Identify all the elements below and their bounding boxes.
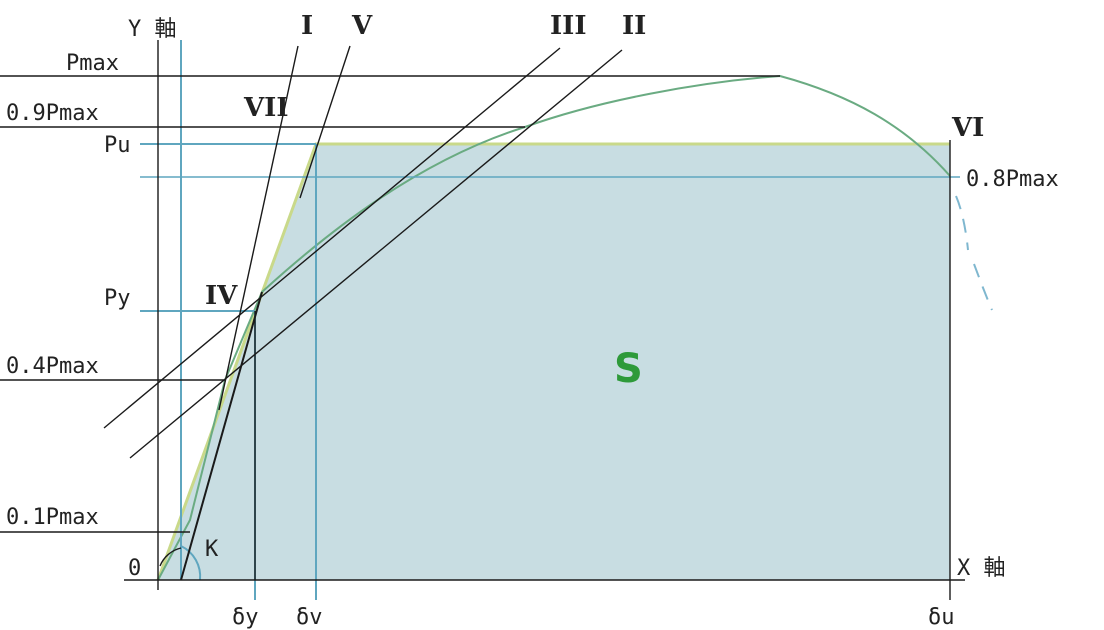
area-s-label: S [614,346,643,392]
pmax-label: Pmax [66,51,119,76]
delta-u-label: δu [928,605,955,630]
line-vii-label: VII [243,93,289,123]
line-vi-label: VI [951,113,984,143]
equivalent-area-s [158,144,950,580]
pu-label: Pu [104,133,131,158]
y-axis-label: Y 軸 [128,17,177,42]
line-ii [129,49,623,459]
load-curve-descending-dashed [955,195,993,311]
line-i-label: I [301,11,313,41]
construction-lines [0,40,965,600]
line-iii [103,47,561,429]
delta-y-label: δy [232,605,259,630]
line-iii-label: III [550,11,587,41]
p04max-label: 0.4Pmax [6,354,99,379]
line-v [299,45,351,199]
load-curve [157,74,951,581]
p08max-label: 0.8Pmax [966,167,1059,192]
py-label: Py [104,286,131,311]
k-arc-black [159,547,182,567]
k-arc-blue [180,545,202,581]
origin-label: 0 [128,556,141,581]
line-i [218,45,299,411]
x-axis-label: X 軸 [957,556,1006,581]
line-iv-label: IV [205,281,238,311]
delta-v-label: δv [296,605,323,630]
line-v-label: V [351,11,373,41]
line-ii-label: II [622,11,646,41]
p01max-label: 0.1Pmax [6,505,99,530]
k-label: K [205,537,219,562]
tangent-line-k [180,291,263,581]
p09max-label: 0.9Pmax [6,101,99,126]
